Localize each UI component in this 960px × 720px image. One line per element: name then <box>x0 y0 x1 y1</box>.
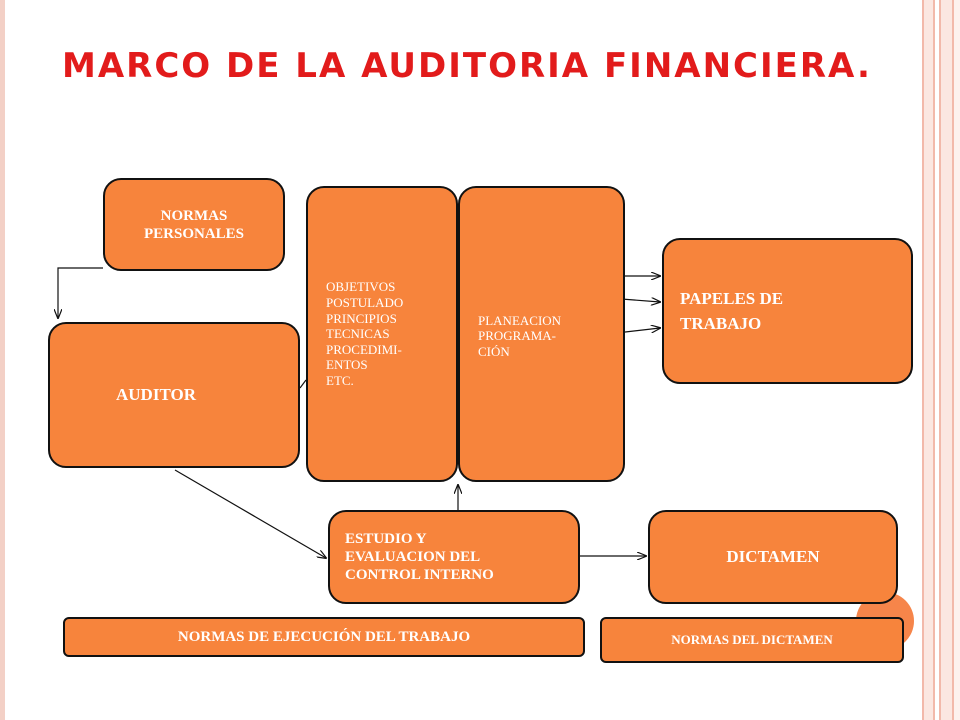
normas-ejecucion-label: NORMAS DE EJECUCIÓN DEL TRABAJO <box>177 629 471 645</box>
box-auditor: AUDITOR <box>48 322 300 468</box>
objetivos-label: OBJETIVOS POSTULADO PRINCIPIOS TECNICAS … <box>326 279 404 388</box>
estudio-label: ESTUDIO Y EVALUACION DEL CONTROL INTERNO <box>345 531 494 583</box>
arrow-auditor-to-estudio <box>174 469 326 558</box>
planeacion-label: PLANEACION PROGRAMA- CIÓN <box>478 312 562 359</box>
arrow-auditor-to-objetivos <box>299 379 307 389</box>
papeles-label: PAPELES DE TRABAJO <box>680 288 784 334</box>
box-normas-dictamen: NORMAS DEL DICTAMEN <box>600 617 904 663</box>
box-planeacion: PLANEACION PROGRAMA- CIÓN <box>458 186 625 482</box>
box-normas-personales: NORMAS PERSONALES <box>103 178 285 271</box>
box-objetivos: OBJETIVOS POSTULADO PRINCIPIOS TECNICAS … <box>306 186 458 482</box>
slide-left-border <box>0 0 5 720</box>
box-dictamen: DICTAMEN <box>648 510 898 604</box>
normas-personales-label: NORMAS PERSONALES <box>143 207 245 242</box>
box-estudio-control-interno: ESTUDIO Y EVALUACION DEL CONTROL INTERNO <box>328 510 580 604</box>
slide-right-border <box>920 0 960 720</box>
auditor-label: AUDITOR <box>116 384 196 404</box>
slide-title: MARCO DE LA AUDITORIA FINANCIERA. <box>62 46 872 86</box>
box-normas-ejecucion: NORMAS DE EJECUCIÓN DEL TRABAJO <box>63 617 585 657</box>
dictamen-label: DICTAMEN <box>726 546 820 566</box>
normas-dictamen-label: NORMAS DEL DICTAMEN <box>671 632 833 648</box>
arrow-normas-to-auditor <box>58 267 103 318</box>
box-papeles-de-trabajo: PAPELES DE TRABAJO <box>662 238 913 384</box>
